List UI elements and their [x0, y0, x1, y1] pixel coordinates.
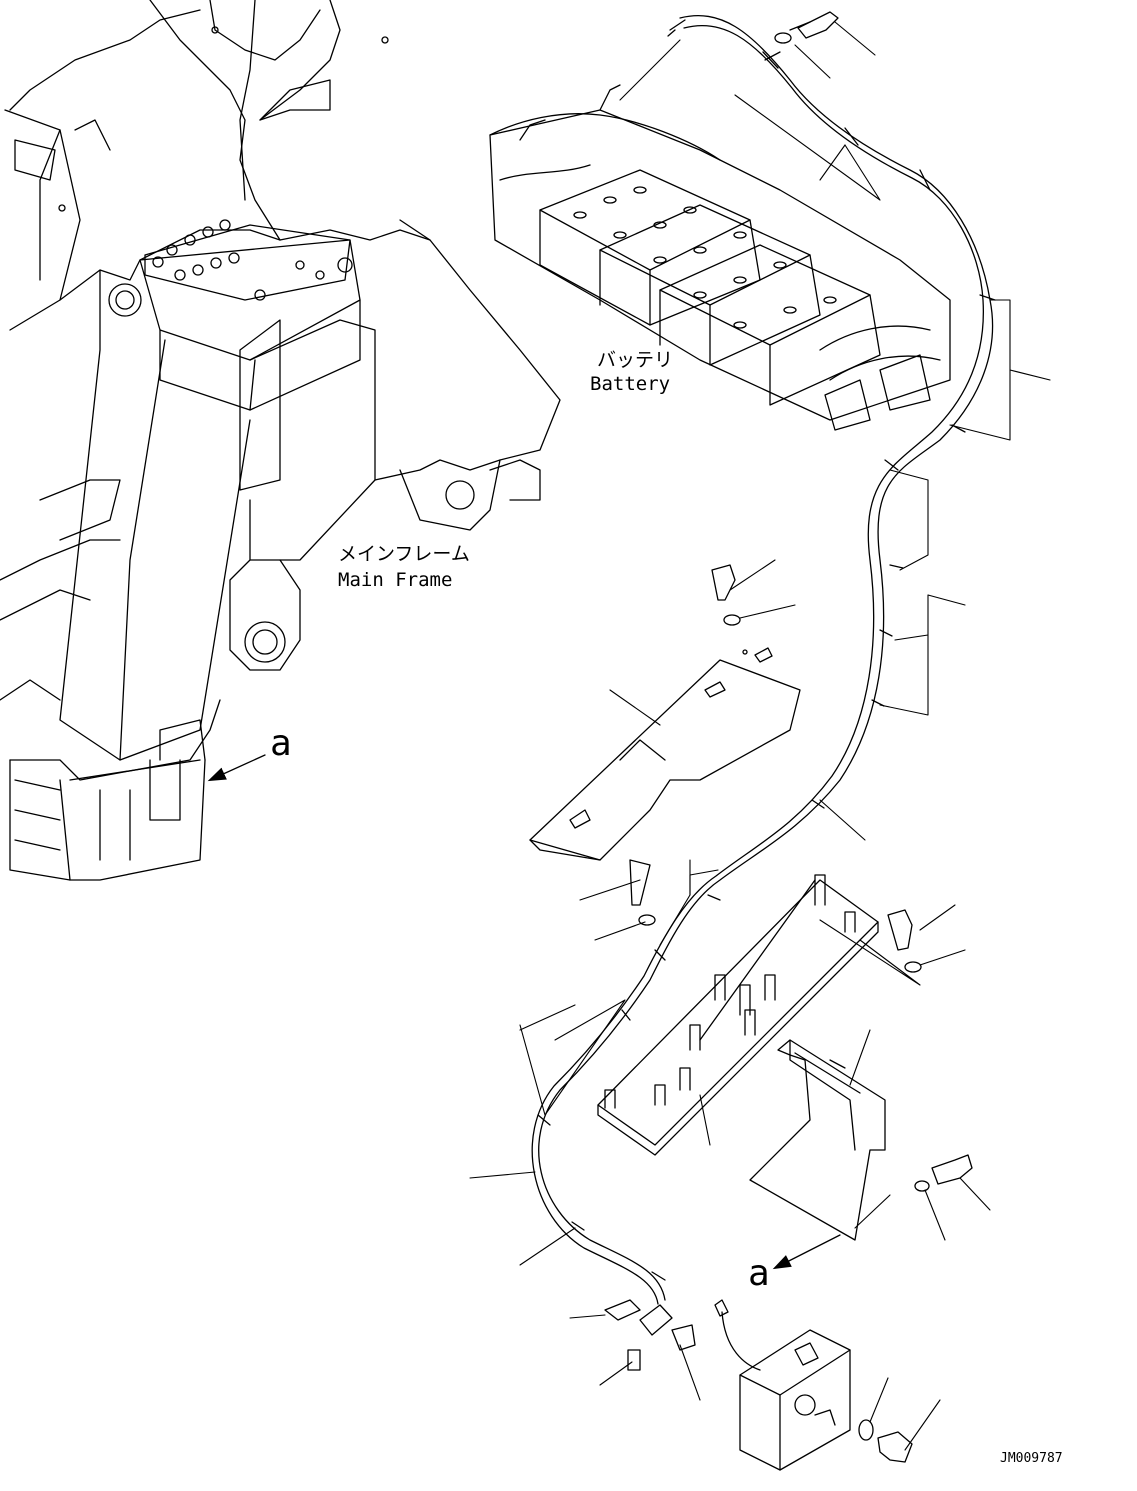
switch-box: [739, 1329, 851, 1471]
battery-label-jp: バッテリ: [597, 349, 673, 371]
frame-bolt-plate: [144, 219, 353, 301]
bracket-bolt: [914, 1154, 973, 1192]
battery-cable: [531, 14, 996, 1305]
view-arrow-upper: [207, 754, 266, 782]
battery-assembly: [489, 84, 951, 431]
main-frame-label-jp: メインフレーム: [338, 543, 470, 565]
mounting-plate: [597, 874, 879, 1156]
leader-lines: [469, 21, 1051, 1451]
cover-bolt: [711, 564, 741, 626]
plate-bolts: [629, 859, 922, 973]
terminal-parts: [604, 1299, 761, 1371]
view-label-upper: a: [270, 723, 292, 764]
plate-studs: [604, 874, 856, 1109]
cover-plate: [529, 647, 801, 861]
view-label-lower: a: [748, 1253, 770, 1294]
view-arrow-lower: [772, 1234, 841, 1270]
bolt-top: [774, 11, 839, 44]
battery-label-en: Battery: [590, 373, 670, 395]
drawing-number: JM009787: [1000, 1451, 1063, 1466]
switch-bolt: [858, 1419, 913, 1463]
main-frame: [0, 0, 561, 881]
main-frame-label-en: Main Frame: [338, 569, 452, 591]
bracket: [749, 1039, 886, 1241]
